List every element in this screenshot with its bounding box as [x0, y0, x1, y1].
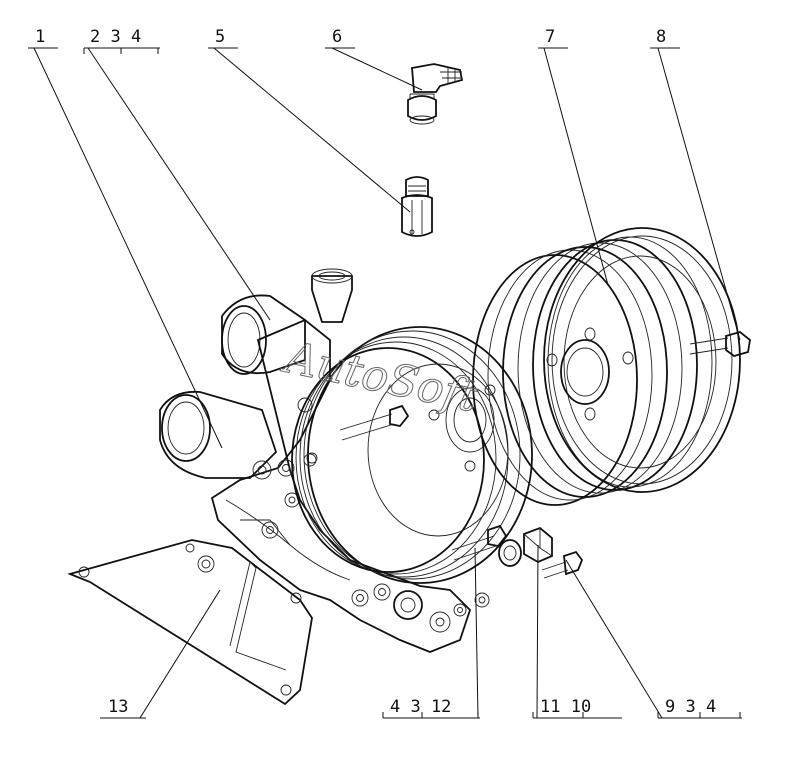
bolt-8	[689, 331, 751, 357]
pump-housing	[159, 268, 490, 653]
callout-11-10: 11 10	[540, 697, 591, 717]
callout-2-3-4: 2 3 4	[90, 27, 141, 47]
callout-9-3-4: 9 3 4	[665, 697, 716, 717]
hub-pulley-disk	[291, 326, 533, 584]
callout-1: 1	[35, 27, 45, 47]
bracket-plate-13	[67, 539, 313, 706]
callout-5: 5	[215, 27, 225, 47]
bolt-9	[541, 550, 584, 579]
front-pulley-7	[472, 227, 741, 506]
callout-7: 7	[545, 27, 555, 47]
washer-nut-10-11	[498, 526, 553, 567]
callout-labels: 1 2 3 4 5 6 7 8 13 4 3 12 11 10 9 3 4	[35, 27, 716, 717]
callout-6: 6	[332, 27, 342, 47]
straight-fitting-5	[401, 176, 433, 237]
callout-13: 13	[108, 697, 128, 717]
elbow-fitting-6	[407, 63, 464, 125]
callout-4-3-12: 4 3 12	[390, 697, 451, 717]
watermark: AutoSoft	[277, 331, 482, 422]
callout-8: 8	[656, 27, 666, 47]
